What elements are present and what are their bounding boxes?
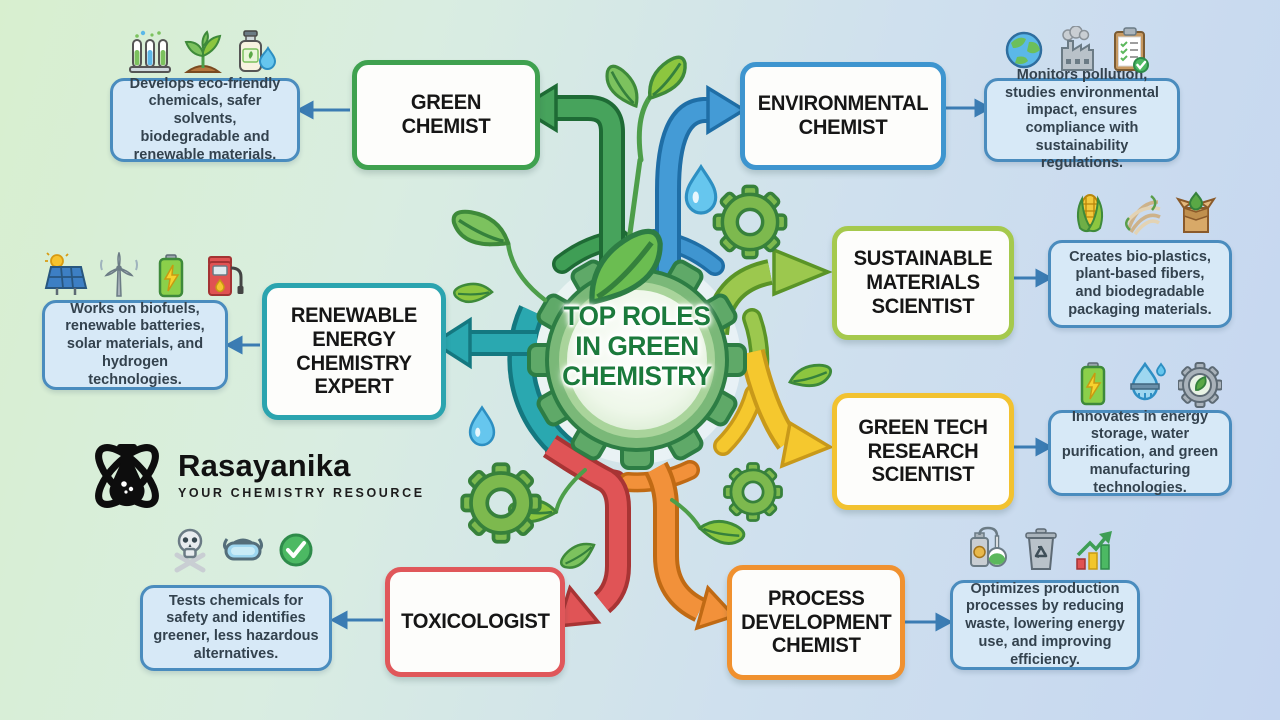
role-title: GREEN CHEMIST [401, 91, 491, 138]
gear-icon [723, 462, 783, 522]
process-development-icons [966, 525, 1116, 573]
eco-bottle-droplet-icon [239, 30, 277, 72]
eco-gear-icon [1178, 362, 1222, 408]
process-development-arrow [644, 461, 738, 631]
battery-icon [1080, 362, 1106, 406]
role-title: PROCESS DEVELOPMENT CHEMIST [740, 586, 892, 658]
role-box-toxicologist: TOXICOLOGIST [385, 567, 565, 677]
test-tubes-icon [129, 30, 171, 73]
role-title: RENEWABLE ENERGY CHEMISTRY EXPERT [290, 304, 418, 399]
rasayanika-logo: Rasayanika YOUR CHEMISTRY RESOURCE [84, 432, 425, 518]
distillation-flask-icon [970, 526, 1007, 567]
sustainable-materials-icons [1068, 190, 1218, 238]
water-droplet-icon [684, 165, 718, 215]
plant-fiber-icon [1125, 195, 1161, 236]
growth-chart-icon [1076, 531, 1112, 570]
environmental-chemist-icons [1002, 26, 1152, 74]
seedling-icon [183, 30, 223, 73]
toxicologist-icons [168, 526, 318, 574]
logo-tagline: YOUR CHEMISTRY RESOURCE [178, 486, 425, 500]
role-box-sustainable-materials-scientist: SUSTAINABLE MATERIALS SCIENTIST [832, 226, 1014, 340]
water-droplet-icon [468, 406, 496, 447]
description-environmental-chemist: Monitors pollution, studies environmenta… [984, 67, 1180, 171]
role-box-process-development-chemist: PROCESS DEVELOPMENT CHEMIST [727, 565, 905, 680]
recycle-bin-icon [1025, 528, 1057, 570]
battery-icon [158, 254, 184, 298]
description-green-tech-research-scientist: Innovates in energy storage, water purif… [1048, 409, 1232, 496]
green-tech-arrow [739, 349, 834, 469]
role-box-green-chemist: GREEN CHEMIST [352, 60, 540, 170]
environmental-chemist-arrow [655, 84, 748, 274]
hub-title: TOP ROLES IN GREEN CHEMISTRY [531, 301, 742, 392]
globe-icon [1005, 31, 1043, 69]
wind-turbine-icon [100, 252, 138, 297]
hub-gear [527, 250, 747, 470]
check-circle-icon [279, 533, 313, 567]
renewable-energy-arrow [430, 305, 575, 463]
corn-icon [1076, 194, 1104, 233]
role-title: SUSTAINABLE MATERIALS SCIENTIST [853, 247, 993, 318]
description-renewable-energy-chemistry-expert: Works on biofuels, renewable batteries, … [42, 300, 228, 390]
hub-title-line3: CHEMISTRY [562, 361, 712, 392]
renewable-energy-icons [44, 252, 247, 300]
hub-title-line1: TOP ROLES [563, 301, 711, 331]
role-title: GREEN TECH RESEARCH SCIENTIST [858, 415, 988, 487]
leaf-decorations [452, 54, 834, 576]
checklist-clipboard-icon [1114, 27, 1149, 73]
factory-icon [1061, 26, 1094, 71]
solar-panel-icon [44, 252, 88, 295]
toxicologist-arrow [542, 435, 631, 629]
role-box-renewable-energy-chemistry-expert: RENEWABLE ENERGY CHEMISTRY EXPERT [262, 283, 446, 420]
role-title: TOXICOLOGIST [400, 610, 550, 634]
description-process-development-chemist: Optimizes production processes by reduci… [950, 580, 1140, 670]
description-toxicologist: Tests chemicals for safety and identifie… [140, 585, 332, 671]
green-tech-icons [1072, 360, 1222, 408]
atom-flask-logo-icon [95, 444, 159, 508]
gear-icon [712, 184, 788, 260]
description-sustainable-materials-scientist: Creates bio-plastics, plant-based fibers… [1048, 240, 1232, 328]
green-chemist-icons [128, 28, 278, 76]
fuel-pump-icon [208, 256, 244, 296]
water-purification-icon [1130, 361, 1166, 401]
eco-box-icon [1175, 191, 1217, 233]
hub-title-line2: IN GREEN [575, 331, 699, 362]
role-title: ENVIRONMENTAL CHEMIST [757, 92, 929, 139]
skull-crossbones-icon [174, 528, 206, 573]
safety-goggles-icon [223, 538, 263, 561]
description-green-chemist: Develops eco-friendly chemicals, safer s… [110, 76, 300, 163]
gear-icon [460, 462, 542, 544]
role-box-green-tech-research-scientist: GREEN TECH RESEARCH SCIENTIST [832, 393, 1014, 510]
logo-name: Rasayanika [178, 448, 351, 483]
role-box-environmental-chemist: ENVIRONMENTAL CHEMIST [740, 62, 946, 170]
